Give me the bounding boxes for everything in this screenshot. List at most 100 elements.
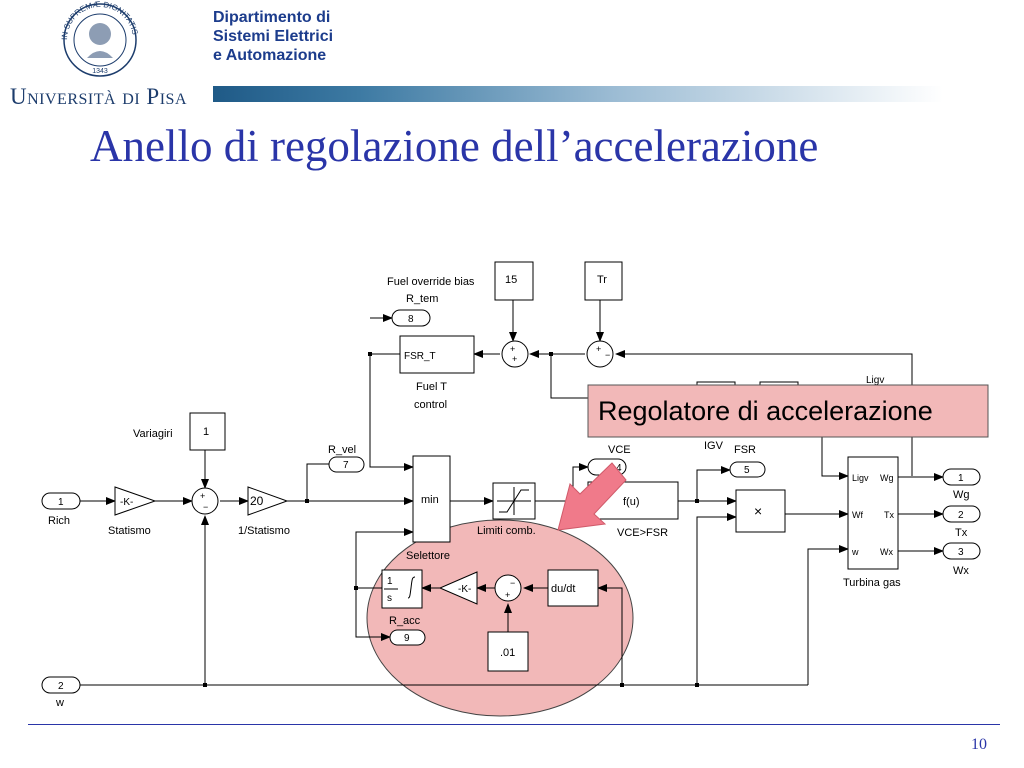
saturation-icon [497,487,531,515]
fsr-t-label-2: control [414,399,447,411]
footer-line [28,724,1000,725]
ligv-partial-label: Ligv [866,375,884,386]
port-wx-num: 3 [958,547,964,558]
min-selector-block[interactable] [412,455,451,543]
port-r-vel-label: R_vel [328,444,356,456]
department-line-2: Sistemi Elettrici [213,28,334,45]
svg-text:+: + [512,354,517,364]
integral-icon [407,576,416,599]
turbina-in-wf: Wf [852,510,863,520]
integrator-block[interactable] [381,569,423,609]
gain-inv-statismo-block[interactable] [247,486,289,516]
svg-text:−: − [605,350,610,360]
min-label: Selettore [406,550,450,562]
sum-junction-1[interactable] [191,487,219,515]
constant-tr-block[interactable] [584,261,623,301]
port-wx[interactable] [942,542,981,560]
port-r-acc-num: 9 [404,633,410,644]
port-r-acc-label: R_acc [389,615,421,627]
igv-label: IGV [704,440,724,452]
port-wg-num: 1 [958,473,964,484]
port-wx-label: Wx [953,565,969,577]
product-block[interactable] [735,489,786,533]
dudt-value: du/dt [551,583,575,595]
statismo-label: Statismo [108,525,151,537]
callout-text: Regolatore di accelerazione [598,396,933,426]
inv-statismo-value: 20 [250,494,264,508]
port-r-acc[interactable] [389,629,426,646]
integrator-num: 1 [387,576,393,587]
integrator-den: s [387,593,392,604]
derivative-block[interactable] [547,569,599,607]
port-rich-num: 1 [58,497,64,508]
department-name: Dipartimento di Sistemi Elettrici e Auto… [213,8,333,65]
department-line-3: e Automazione [213,47,327,64]
port-w[interactable] [41,676,81,694]
tr-value: Tr [597,274,607,286]
port-vce-label: VCE [608,444,631,456]
svg-text:+: + [510,344,515,354]
fsr-t-value: FSR_T [404,351,436,362]
port-tx-label: Tx [955,527,968,539]
fu-label: VCE>FSR [617,527,668,539]
turbina-in-w: w [851,547,859,557]
port-rich[interactable] [41,492,81,510]
const01-value: .01 [500,647,515,659]
university-name: Università di Pisa [10,84,188,109]
port-fsr-num: 5 [744,465,750,476]
port-tx[interactable] [942,505,981,523]
fuel-override-value: 15 [505,274,517,286]
constant-variagiri-block[interactable] [189,412,226,451]
turbina-out-wg: Wg [880,473,894,483]
turbina-label: Turbina gas [843,577,901,589]
turbina-in-ligv: Ligv [852,473,869,483]
gain-statismo-block[interactable] [114,486,157,516]
port-r-tem-label: R_tem [406,293,438,305]
min-value: min [421,494,439,506]
svg-text:+: + [505,590,510,600]
turbina-gas-block[interactable] [847,456,899,570]
variagiri-value: 1 [203,426,209,438]
fuel-override-label: Fuel override bias [387,276,475,288]
fsr-t-block[interactable] [399,335,475,374]
fu-value: f(u) [623,496,640,508]
variagiri-label: Variagiri [133,428,173,440]
constant-fuel-override-block[interactable] [494,261,534,301]
department-line-1: Dipartimento di [213,9,331,26]
port-fsr[interactable] [729,461,766,478]
svg-text:−: − [510,578,515,588]
port-tx-num: 2 [958,510,964,521]
sum-junction-3[interactable] [586,340,614,368]
svg-text:+: + [200,491,205,501]
port-fsr-label: FSR [734,444,756,456]
sum-junction-2[interactable] [501,340,529,368]
port-r-tem[interactable] [391,309,431,327]
statismo-value: -K- [120,497,133,508]
constant-01-block[interactable] [487,631,529,672]
port-r-vel[interactable] [328,456,365,473]
page-number: 10 [971,736,987,753]
port-w-label: w [55,697,64,709]
port-vce-num: 4 [616,463,622,474]
inv-statismo-label: 1/Statismo [238,525,290,537]
port-w-num: 2 [58,681,64,692]
gain-acc-block[interactable] [438,571,478,605]
callout-box [587,384,989,438]
university-seal: IN SUPREMÆ DIGNITATIS 1343 [60,0,140,77]
callout-arrow [557,462,627,531]
product-value: × [754,503,762,519]
port-wg[interactable] [942,468,981,486]
port-r-tem-num: 8 [408,314,414,325]
port-rich-label: Rich [48,515,70,527]
turbina-out-wx: Wx [880,547,893,557]
fsr-t-label-1: Fuel T [416,381,447,393]
turbina-out-tx: Tx [884,510,894,520]
svg-text:−: − [203,502,208,512]
sum-junction-4[interactable] [494,574,522,602]
limiti-label: Limiti comb. [477,525,536,537]
highlight-ellipse [366,519,634,717]
port-wg-label: Wg [953,489,970,501]
gain-acc-value: -K- [458,584,471,595]
svg-text:+: + [596,344,601,354]
